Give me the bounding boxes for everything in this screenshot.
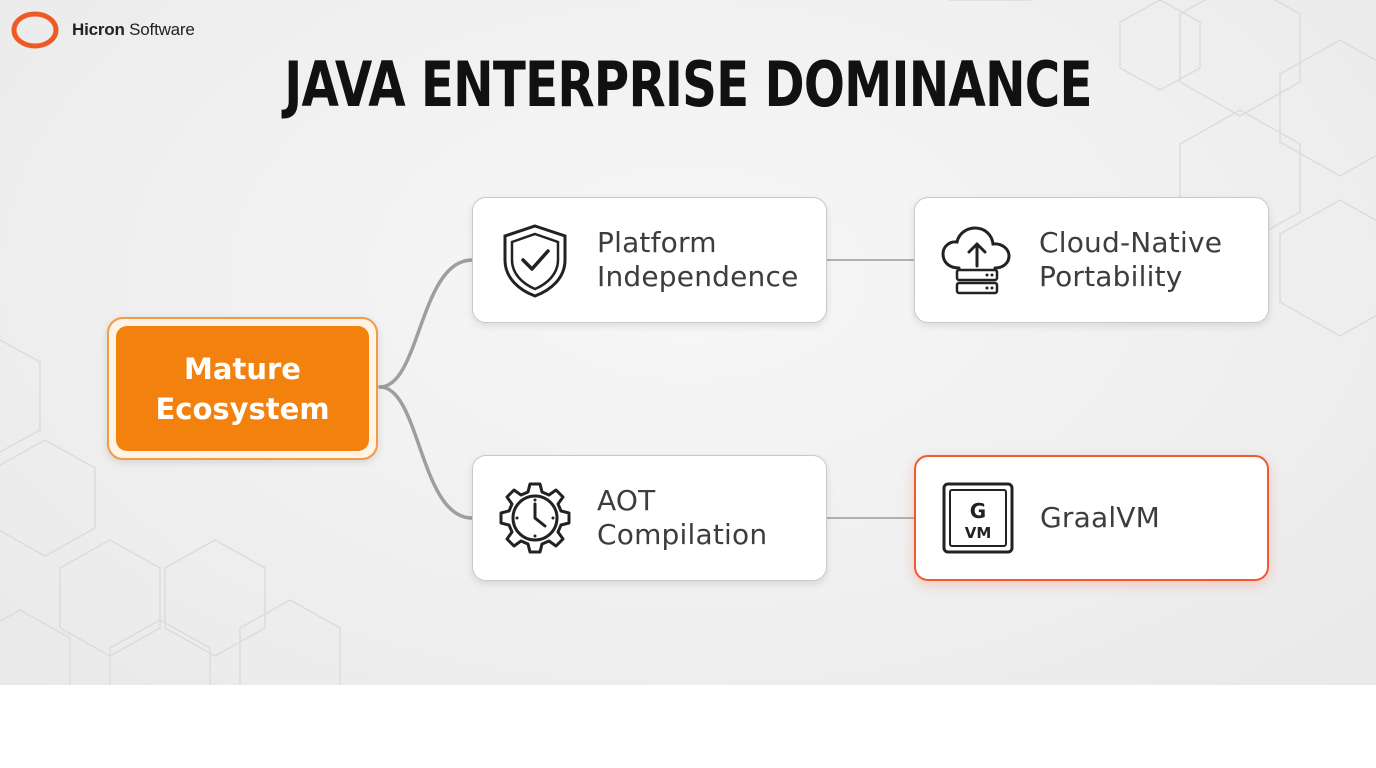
node-graalvm: G VM GraalVM [914,455,1269,581]
root-node-label: Mature Ecosystem [116,326,369,451]
connector-root-platform [378,258,474,389]
root-node-mature-ecosystem: Mature Ecosystem [107,317,378,460]
node-line2: Portability [1039,260,1183,293]
node-line1: GraalVM [1040,501,1161,534]
node-line1: AOT [597,484,656,517]
slide: Hicron Software JAVA ENTERPRISE DOMINANC… [0,0,1376,685]
node-line1: Cloud-Native [1039,226,1223,259]
cloud-upload-server-icon [941,226,1011,295]
shield-check-icon [503,224,567,298]
node-label: Cloud-Native Portability [1039,226,1222,294]
connector-root-aot [378,385,474,520]
hexagon-background [0,0,1376,685]
logo-brand-light: Software [124,20,195,39]
node-label: AOT Compilation [597,484,767,552]
root-line1: Mature [184,351,301,386]
node-platform-independence: Platform Independence [472,197,827,323]
connector-lines [378,258,914,520]
logo-ring-icon [11,11,59,49]
svg-text:G: G [970,499,986,523]
gear-clock-icon [499,482,571,554]
logo-brand-bold: Hicron [72,20,125,39]
node-aot-compilation: AOT Compilation [472,455,827,581]
root-line2: Ecosystem [155,391,330,426]
node-line1: Platform [597,226,717,259]
svg-text:VM: VM [965,524,992,542]
node-label: GraalVM [1040,501,1160,535]
node-label: Platform Independence [597,226,799,294]
page-title: JAVA ENTERPRISE DOMINANCE [284,48,1092,121]
logo-text: Hicron Software [72,20,195,40]
node-cloud-native-portability: Cloud-Native Portability [914,197,1269,323]
node-line2: Compilation [597,518,768,551]
graalvm-chip-icon: G VM [942,482,1014,554]
logo: Hicron Software [10,10,195,50]
node-line2: Independence [597,260,799,293]
